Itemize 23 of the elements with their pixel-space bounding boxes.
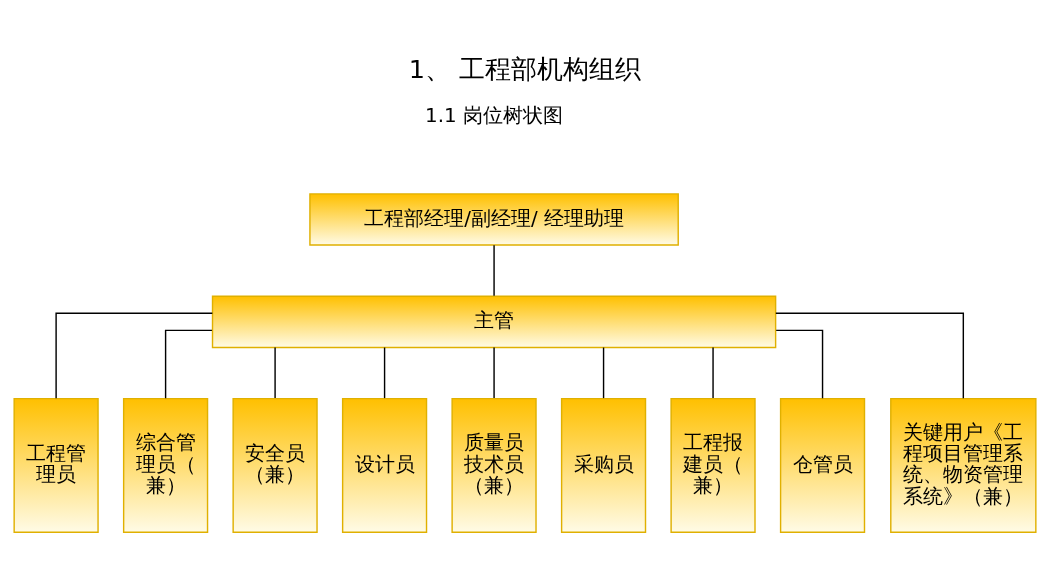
node-box: 质量员技术员（兼）	[451, 397, 537, 533]
label: 1.1 岗位树状图	[425, 103, 564, 127]
node-box: 工程管理员	[13, 397, 99, 533]
node-box: 工程报建员（兼）	[670, 397, 756, 533]
connector	[712, 346, 714, 399]
node-box: 仓管员	[779, 397, 866, 533]
node-box: 综合管理员（兼）	[122, 397, 209, 533]
node-box: 关键用户《工程项目管理系统、物资管理系统》（兼）	[890, 397, 1037, 533]
connector	[493, 346, 495, 399]
node-box: 主管	[211, 295, 777, 348]
node-box: 工程部经理/副经理/ 经理助理	[309, 192, 679, 246]
node-box: 安全员（兼）	[232, 397, 318, 533]
connector	[775, 329, 824, 399]
node-box: 采购员	[560, 397, 647, 533]
node-box: 设计员	[341, 397, 428, 533]
connector	[164, 329, 213, 399]
connector	[55, 312, 214, 399]
connector	[493, 244, 495, 296]
connector	[602, 346, 605, 399]
connector	[274, 346, 276, 399]
diagram-title: 1、 工程部机构组织	[408, 53, 642, 84]
connector	[383, 346, 386, 399]
connector	[775, 312, 965, 399]
